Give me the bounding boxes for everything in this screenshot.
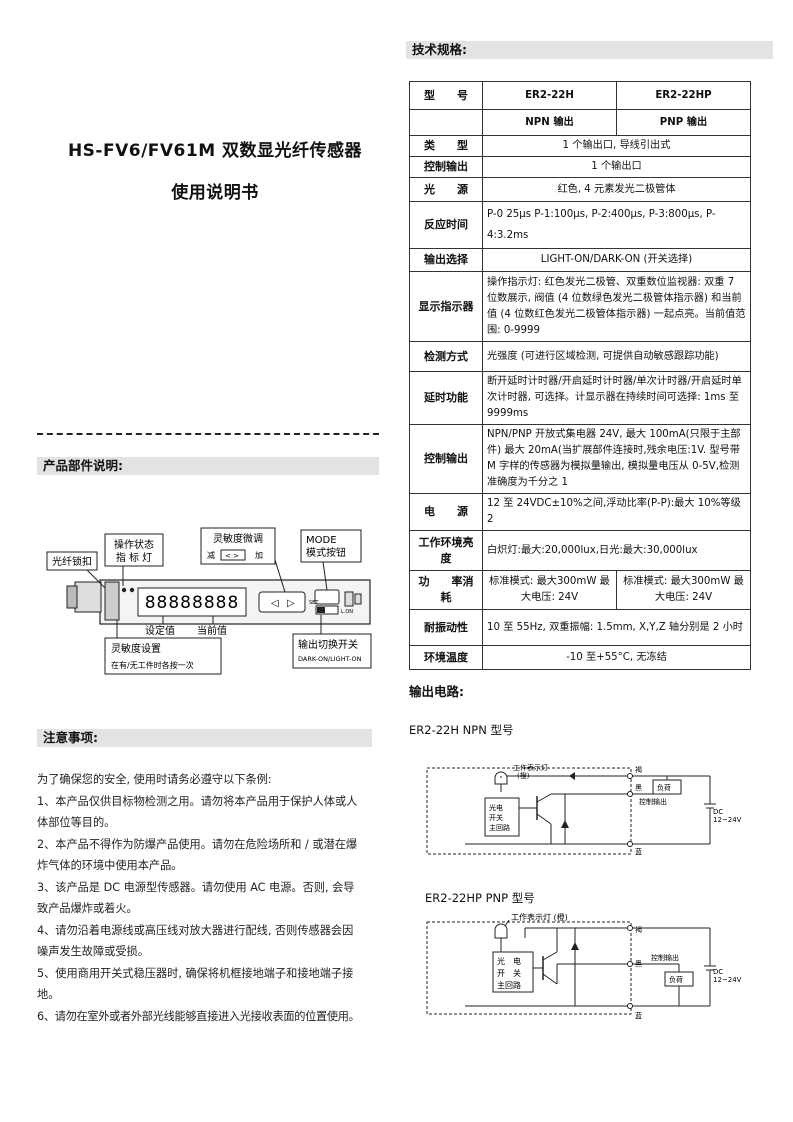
svg-text:光电: 光电 (489, 803, 503, 812)
svg-text:主回路: 主回路 (489, 823, 510, 832)
svg-text:减: 减 (207, 550, 215, 560)
tune-buttons (258, 591, 306, 613)
svg-text:工作表示灯 (橙): 工作表示灯 (橙) (511, 912, 568, 922)
notes-line: 地。 (37, 988, 60, 1001)
svg-text:光纤锁扣: 光纤锁扣 (52, 555, 92, 568)
table-row: 控制输出 1 个输出口 (409, 156, 751, 178)
circuit-heading: 输出电路: (409, 684, 464, 699)
table-row: 工作环境亮度 白炽灯:最大:20,000lux,日光:最大:30,000lux (409, 530, 751, 571)
svg-text:操作状态: 操作状态 (114, 538, 154, 551)
fiber-lock-callout (46, 551, 98, 571)
notes-line: 致产品爆炸或着火。 (37, 902, 138, 915)
svg-text:加: 加 (255, 550, 263, 560)
svg-text:当前值: 当前值 (197, 624, 227, 637)
parts-heading: 产品部件说明: (37, 457, 379, 475)
svg-text:设定值: 设定值 (145, 624, 175, 637)
pnp-circuit-diagram: 工作表示灯 (橙) 光 电 开 关 主回路 褐 黑 蓝 控制输出 负荷 DC 1… (426, 912, 742, 1020)
spec-table: 型 号 ER2-22H ER2-22HP NPN 输出 PNP 输出 类 型 1… (409, 81, 752, 670)
notes-heading: 注意事项: (37, 729, 372, 747)
svg-text:控制输出: 控制输出 (639, 797, 667, 806)
table-row: 光 源 红色, 4 元素发光二极管体 (409, 177, 751, 202)
document-subtitle: 使用说明书 (171, 183, 259, 203)
svg-text:12~24V: 12~24V (713, 816, 742, 824)
table-row: 类 型 1 个输出口, 导线引出式 (409, 135, 751, 157)
svg-text:输出切换开关: 输出切换开关 (298, 638, 358, 651)
table-row: 显示指示器 操作指示灯: 红色发光二极管、双重数位监视器: 双重 7 位数展示,… (409, 271, 751, 342)
svg-text:在有/无工件时各按一次: 在有/无工件时各按一次 (111, 660, 194, 670)
npn-circuit-diagram: 工作表示灯 (橙) 光电 开关 主回路 褐 黑 蓝 负荷 控制输出 DC 12~… (426, 763, 742, 856)
output-switch-callout (292, 633, 372, 669)
notes-line: 1、本产品仅供目标物检测之用。请勿将本产品用于保护人体或人 (37, 794, 358, 808)
table-row: 电 源 12 至 24VDC±10%之间,浮动比率(P-P):最大 10%等级 … (409, 493, 751, 531)
notes-line: 5、使用商用开关式稳压器时, 确保将机框接地端子和接地端子接 (37, 966, 354, 980)
svg-text:褐: 褐 (635, 925, 642, 934)
svg-text:负荷: 负荷 (657, 783, 671, 792)
table-row: 输出选择 LIGHT-ON/DARK-ON (开关选择) (409, 248, 751, 272)
notes-line: 3、该产品是 DC 电源型传感器。请勿使用 AC 电源。否则, 会导 (37, 880, 355, 894)
svg-text:DARK-ON/LIGHT-ON: DARK-ON/LIGHT-ON (298, 655, 362, 663)
fiber-lock-lever (104, 581, 120, 621)
notes-line: 2、本产品不得作为防爆产品使用。请勿在危险场所和 / 或潜在爆 (37, 837, 358, 851)
svg-text:DC: DC (713, 968, 723, 976)
svg-text:主回路: 主回路 (497, 980, 521, 990)
notes-line: 体部位等目的。 (37, 816, 116, 829)
table-row: 控制输出 NPN/PNP 开放式集电器 24V, 最大 100mA(只限于主部件… (409, 424, 751, 494)
dashed-divider (37, 433, 379, 435)
table-row: 检测方式 光强度 (可进行区域检测, 可提供自动敏感跟踪功能) (409, 341, 751, 372)
svg-text:< >: < > (225, 552, 239, 560)
svg-text:负荷: 负荷 (669, 975, 683, 984)
display-digits: 88888888 (145, 593, 240, 613)
svg-text:灵敏度微调: 灵敏度微调 (213, 532, 263, 545)
svg-text:工作表示灯: 工作表示灯 (513, 763, 548, 772)
table-row: NPN 输出 PNP 输出 (409, 109, 752, 136)
npn-model-label: ER2-22H NPN 型号 (409, 723, 514, 737)
digital-display (137, 587, 247, 617)
sensitivity-setting-callout (104, 637, 222, 675)
svg-text:光 电: 光 电 (497, 956, 521, 966)
notes-line: 炸气体的环境中使用本产品。 (37, 859, 183, 872)
table-row: 型 号 ER2-22H ER2-22HP (409, 81, 752, 110)
output-switch (315, 605, 339, 615)
table-row: 反应时间 P-0 25μs P-1:100μs, P-2:400μs, P-3:… (409, 201, 751, 249)
mode-callout (300, 529, 362, 563)
svg-text:MODE: MODE (306, 535, 337, 546)
svg-text:控制输出: 控制输出 (651, 953, 679, 962)
table-row: 环境温度 -10 至+55°C, 无冻结 (409, 645, 751, 670)
notes-line: 4、请勿沿着电源线或高压线对放大器进行配线, 否则传感器会因 (37, 923, 354, 937)
table-row: 耐振动性 10 至 55Hz, 双重振幅: 1.5mm, X,Y,Z 轴分别是 … (409, 609, 751, 646)
notes-line: 噪声发生故障或受损。 (37, 945, 149, 958)
svg-text:▷: ▷ (287, 598, 295, 609)
svg-text:L.ON: L.ON (341, 609, 353, 615)
table-row: 延时功能 断开延时计时器/开启延时计时器/单次计时器/开启延时单次计时器, 可选… (409, 371, 751, 425)
table-row: 功 率消 耗 标准模式: 最大300mW 最大电压: 24V 标准模式: 最大3… (409, 570, 752, 610)
status-indicator-callout (104, 533, 164, 567)
fiber-connector (74, 581, 102, 613)
svg-text:褐: 褐 (635, 765, 642, 774)
spec-heading: 技术规格: (406, 41, 773, 59)
pnp-model-label: ER2-22HP PNP 型号 (425, 891, 535, 905)
svg-text:开 关: 开 关 (497, 968, 521, 978)
svg-text:◁: ◁ (271, 598, 279, 609)
svg-text:SET: SET (309, 600, 319, 606)
svg-text:DC: DC (713, 808, 723, 816)
product-parts-diagram: 88888888 ◁ ▷ SET L.ON 光纤锁扣 操作状态 指 标 灯 灵敏… (46, 527, 372, 675)
notes-line: 为了确保您的安全, 使用时请务必遵守以下条例: (37, 773, 272, 786)
svg-text:黑: 黑 (635, 784, 642, 792)
svg-text:开关: 开关 (489, 813, 503, 822)
svg-text:12~24V: 12~24V (713, 976, 742, 984)
notes-line: 6、请勿在室外或者外部光线能够直接进入光接收表面的位置使用。 (37, 1009, 360, 1023)
svg-text:蓝: 蓝 (635, 847, 642, 856)
svg-text:蓝: 蓝 (635, 1011, 642, 1020)
document-title: HS-FV6/FV61M 双数显光纤传感器 (67, 141, 363, 161)
notes-list: 为了确保您的安全, 使用时请务必遵守以下条例: 1、本产品仅供目标物检测之用。请… (37, 769, 382, 1027)
svg-text:指 标 灯: 指 标 灯 (116, 551, 152, 564)
mode-button (314, 589, 340, 605)
svg-text:灵敏度设置: 灵敏度设置 (111, 642, 161, 655)
svg-text:模式按钮: 模式按钮 (306, 546, 346, 559)
